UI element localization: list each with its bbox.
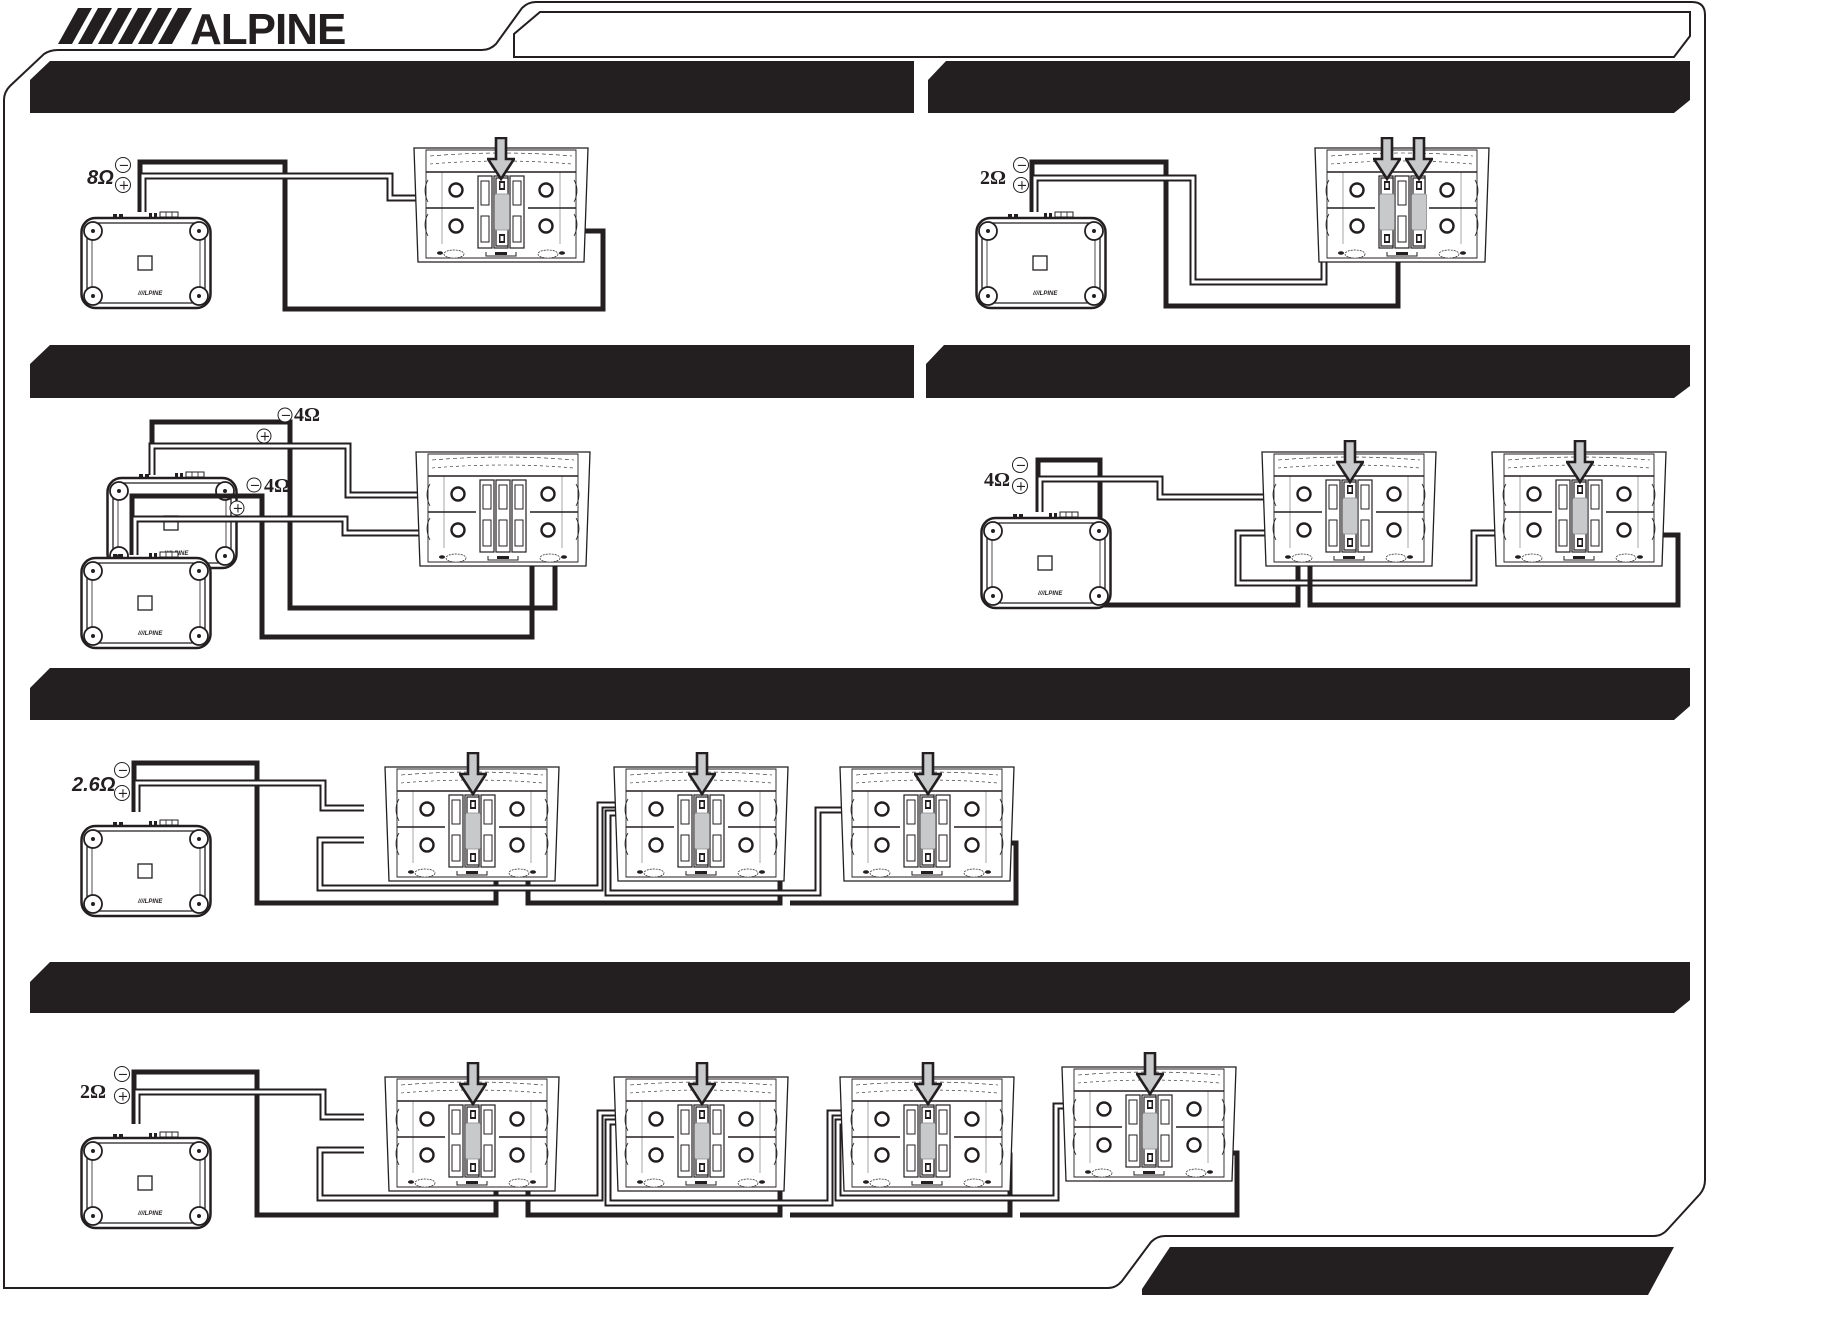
brand-name: ALPINE (190, 5, 345, 54)
section-banners (30, 61, 1690, 1295)
title-box (513, 11, 1691, 58)
banner-section-5 (30, 668, 1690, 720)
page-frame (3, 1, 1706, 1289)
alpine-slash-logo-icon (58, 8, 192, 44)
banner-section-6 (30, 962, 1690, 1013)
positive-terminal-icon: + (260, 430, 271, 445)
amplifier-icon (80, 1130, 212, 1230)
impedance-label: 2Ω (80, 1081, 106, 1103)
diagram-single-amp-2ohm: 2Ω − + (975, 137, 1491, 310)
negative-terminal-icon: − (1016, 459, 1027, 474)
impedance-label: 8Ω (87, 167, 114, 189)
positive-terminal-icon: + (118, 1090, 129, 1105)
alpine-logo: ALPINE (58, 5, 346, 54)
positive-terminal-icon: + (233, 502, 244, 517)
positive-terminal-icon: + (119, 179, 130, 194)
diagram-single-amp-three-speakers: 2.6Ω − + (71, 752, 1019, 918)
amplifier-icon (980, 510, 1112, 610)
amplifier-icon (975, 210, 1107, 310)
amplifier-icon (80, 210, 212, 310)
positive-terminal-icon: + (118, 787, 129, 802)
impedance-label: 2.6Ω (71, 774, 116, 796)
speaker-terminal-icon (1313, 146, 1491, 264)
banner-section-1 (30, 61, 914, 113)
banner-section-4 (926, 345, 1690, 398)
diagram-dual-amp-single-speaker: 4Ω − + 4Ω − + (80, 404, 592, 650)
negative-terminal-icon: − (281, 409, 292, 424)
diagram-single-amp-four-speakers: 2Ω − + (80, 1052, 1240, 1230)
negative-terminal-icon: − (118, 764, 129, 779)
diagram-single-amp-two-speakers: 4Ω − + (980, 440, 1681, 610)
amplifier-icon-front (80, 550, 212, 650)
impedance-label-a: 4Ω (294, 404, 320, 426)
banner-section-2 (928, 61, 1690, 113)
banner-section-3 (30, 345, 914, 398)
speaker-terminal-icon (414, 450, 592, 568)
positive-terminal-icon: + (1016, 480, 1027, 495)
diagram-single-amp-8ohm: 8Ω − + (80, 137, 606, 312)
negative-terminal-icon: − (119, 159, 130, 174)
amplifier-icon (80, 818, 212, 918)
negative-terminal-icon: − (250, 479, 261, 494)
impedance-label: 4Ω (984, 469, 1010, 491)
negative-terminal-icon: − (1017, 159, 1028, 174)
impedance-label: 2Ω (980, 167, 1006, 189)
impedance-label-b: 4Ω (264, 475, 290, 497)
negative-terminal-icon: − (118, 1068, 129, 1083)
footer-banner (1142, 1247, 1674, 1295)
positive-terminal-icon: + (1017, 179, 1028, 194)
